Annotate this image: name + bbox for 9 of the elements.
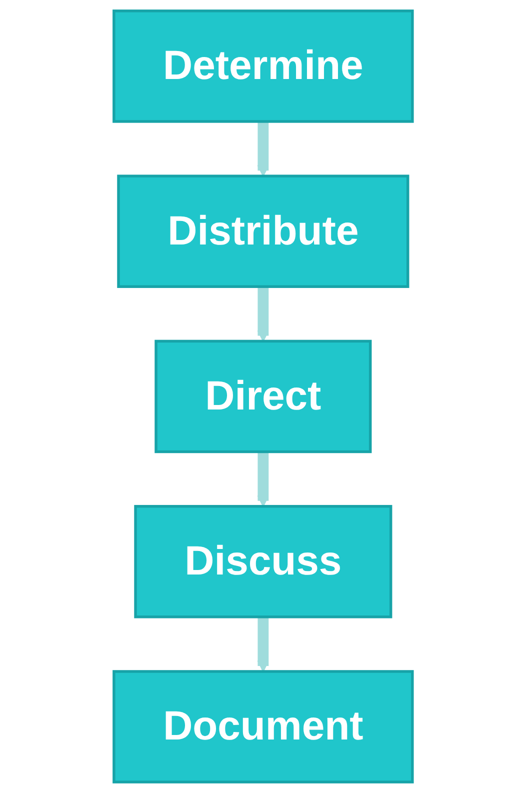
arrow [258,286,270,342]
node-box: Document [112,670,414,784]
node-box: Distribute [117,174,410,288]
node-box: Discuss [134,505,393,618]
node-box: Determine [112,10,414,123]
arrow [258,120,270,177]
node-box: Direct [154,340,372,454]
arrow [258,616,270,672]
arrow [258,450,270,507]
